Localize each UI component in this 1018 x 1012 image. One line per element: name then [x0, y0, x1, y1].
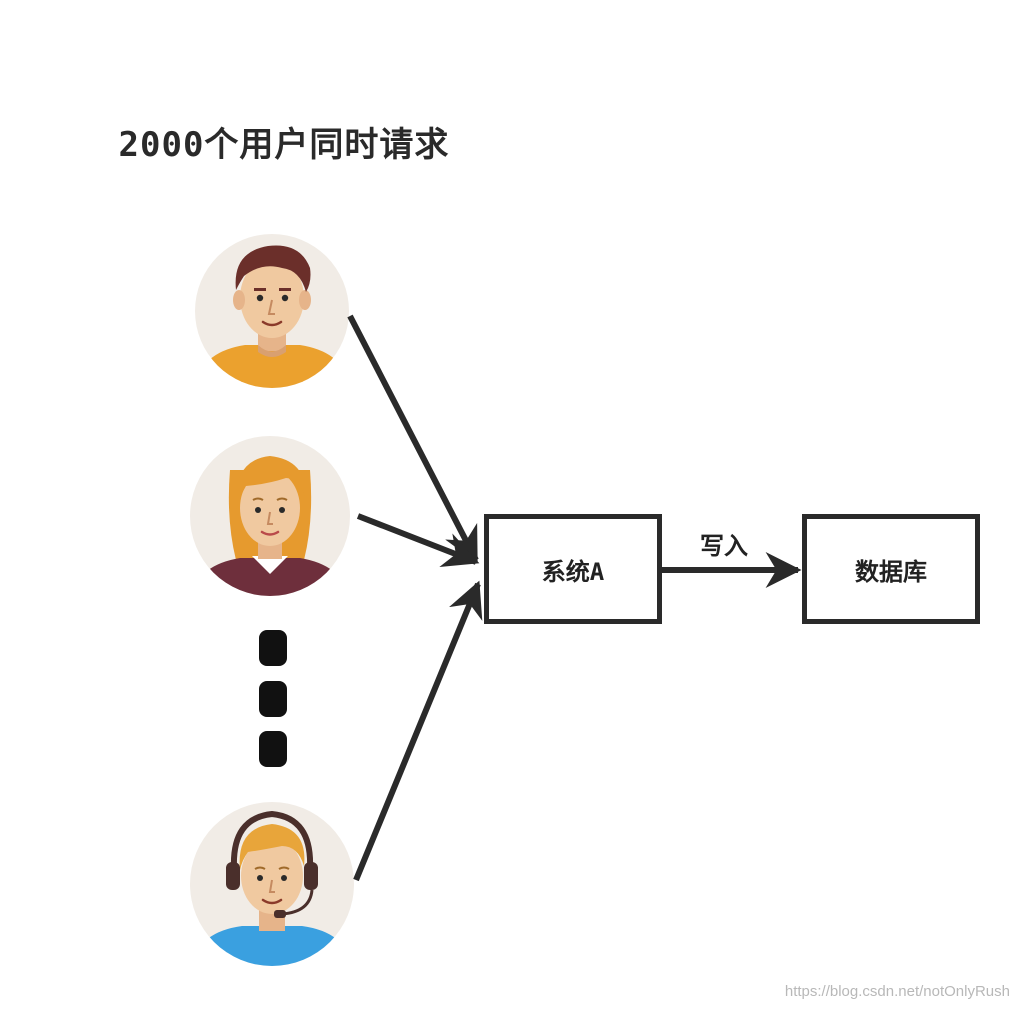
user-avatar-male-icon: [195, 234, 350, 388]
database-label: 数据库: [855, 552, 927, 587]
system-a-node: 系统A: [484, 514, 662, 624]
user-avatar-female-icon: [190, 436, 350, 596]
write-edge-label: 写入: [700, 526, 748, 561]
arrow-user3-to-system-a: [356, 584, 478, 880]
system-a-label: 系统A: [542, 552, 604, 587]
watermark-text: https://blog.csdn.net/notOnlyRush: [785, 983, 1010, 1000]
user-avatar-support-headset-icon: [190, 802, 354, 966]
ellipsis-dots-icon: [259, 630, 287, 767]
database-node: 数据库: [802, 514, 980, 624]
diagram-title: 2000个用户同时请求: [110, 122, 458, 168]
